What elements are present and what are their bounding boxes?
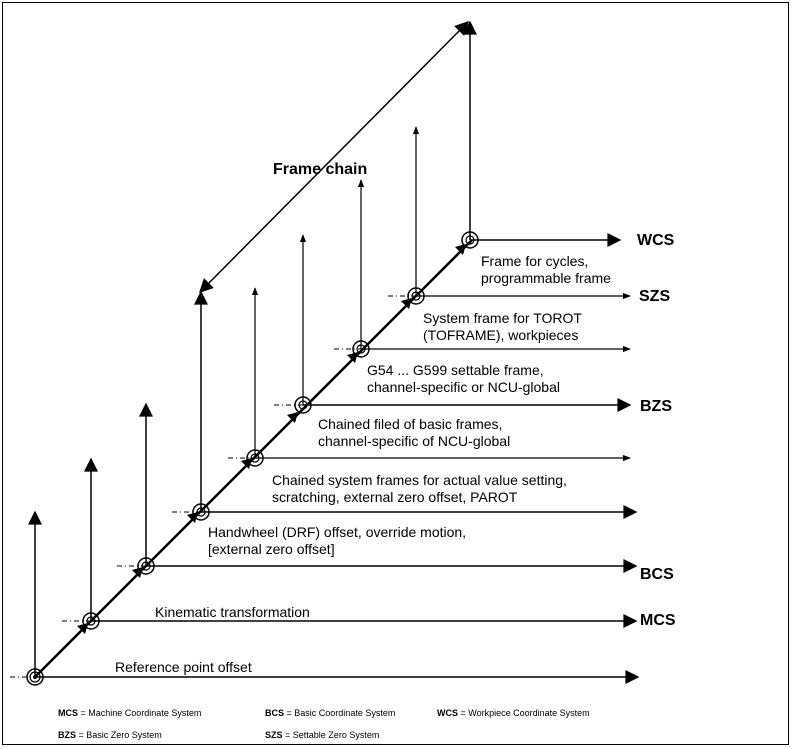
stage-kinematic-label: Kinematic transformation <box>155 604 310 620</box>
stage-handwheel-label-1: Handwheel (DRF) offset, override motion, <box>208 524 467 540</box>
stage-chained-system-label-2: scratching, external zero offset, PAROT <box>272 489 518 505</box>
bcs-label: BCS <box>640 566 674 583</box>
stage-system-frame-label-2: (TOFRAME), workpieces <box>423 327 579 343</box>
level-bcs <box>117 402 638 575</box>
stage-settable-frame-label-2: channel-specific or NCU-global <box>367 379 560 395</box>
stage-chained-system-label-1: Chained system frames for actual value s… <box>272 472 567 488</box>
frame-chain-arrow <box>199 21 469 293</box>
level-reference <box>10 510 640 686</box>
mcs-label: MCS <box>640 612 676 629</box>
level-handwheel <box>172 290 638 521</box>
legend-mcs: MCS = Machine Coordinate System <box>58 708 202 718</box>
stage-system-frame-label-1: System frame for TOROT <box>423 310 582 326</box>
stage-reference-label: Reference point offset <box>115 659 252 675</box>
legend-szs: SZS = Settable Zero System <box>265 730 380 740</box>
stage-settable-frame-label-1: G54 ... G599 settable frame, <box>367 362 544 378</box>
level-wcs <box>461 20 622 249</box>
stage-basic-frames-label-2: channel-specific of NCU-global <box>318 433 511 449</box>
level-szs <box>388 126 631 305</box>
frame-chain-title: Frame chain <box>273 161 368 178</box>
legend-bcs: BCS = Basic Coordinate System <box>265 708 396 718</box>
wcs-label: WCS <box>637 232 675 249</box>
stage-cycles-frame-label-2: programmable frame <box>481 270 611 286</box>
level-mcs <box>62 457 638 630</box>
stage-basic-frames-label-1: Chained filed of basic frames, <box>318 416 503 432</box>
legend-bzs: BZS = Basic Zero System <box>58 730 162 740</box>
level-bzs <box>274 234 632 414</box>
level-chained-system <box>228 287 631 467</box>
level-settable <box>334 179 631 358</box>
szs-label: SZS <box>639 288 671 305</box>
stage-cycles-frame-label-1: Frame for cycles, <box>481 253 589 269</box>
legend-wcs: WCS = Workpiece Coordinate System <box>437 708 590 718</box>
stage-handwheel-label-2: [external zero offset] <box>208 541 335 557</box>
bzs-label: BZS <box>640 398 672 415</box>
